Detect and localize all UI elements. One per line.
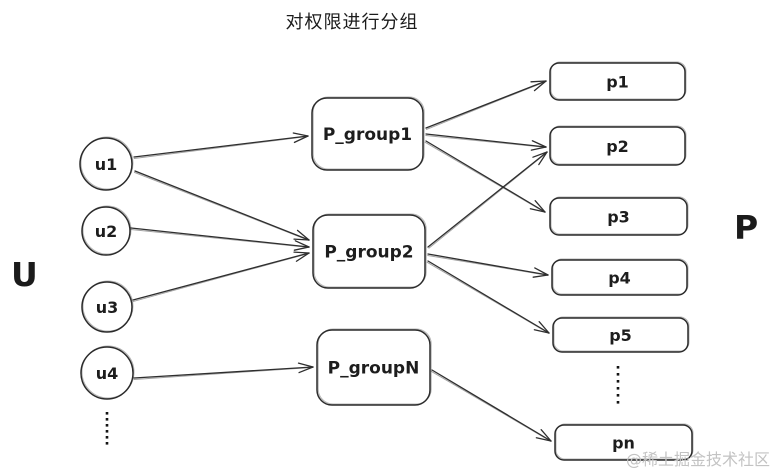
edge-g2-p5 bbox=[426, 260, 550, 334]
set-label-users: U bbox=[11, 255, 38, 294]
edge-u4-gN bbox=[133, 362, 314, 380]
watermark: @稀土掘金技术社区 bbox=[626, 450, 771, 469]
user-node-u3: u3 bbox=[81, 280, 134, 333]
edge-g2-p4 bbox=[427, 253, 549, 278]
permission-node-p4: p4 bbox=[551, 258, 689, 296]
group-node-g2: P_group2 bbox=[312, 213, 427, 289]
permission-node-label: pn bbox=[612, 434, 635, 453]
user-node-u1: u1 bbox=[79, 136, 134, 191]
user-node-label: u3 bbox=[96, 298, 119, 317]
permission-node-label: p1 bbox=[606, 73, 629, 92]
user-node-label: u2 bbox=[95, 222, 118, 241]
permission-node-label: p3 bbox=[607, 208, 630, 227]
permission-node-label: p5 bbox=[609, 326, 632, 345]
permission-node-label: p2 bbox=[606, 137, 629, 156]
set-label-permissions: P bbox=[734, 208, 759, 247]
user-node-label: u1 bbox=[95, 155, 118, 174]
group-node-label: P_group1 bbox=[323, 125, 412, 145]
edge-g1-p3 bbox=[424, 140, 546, 213]
edge-u1-g2 bbox=[133, 170, 310, 241]
diagram-title: 对权限进行分组 bbox=[285, 12, 419, 33]
edge-g1-p1 bbox=[425, 80, 547, 130]
edge-u2-g2 bbox=[130, 227, 310, 251]
permission-node-p3: p3 bbox=[549, 196, 689, 236]
edge-g1-p2 bbox=[425, 133, 547, 151]
group-node-label: P_groupN bbox=[328, 359, 420, 379]
edge-gN-pn bbox=[430, 369, 552, 442]
user-node-u4: u4 bbox=[80, 345, 135, 400]
edge-g2-p2 bbox=[427, 151, 548, 249]
permission-node-p2: p2 bbox=[549, 125, 687, 166]
permission-node-pn: pn bbox=[554, 423, 694, 461]
user-node-label: u4 bbox=[96, 364, 119, 383]
group-node-label: P_group2 bbox=[324, 243, 413, 263]
edge-u3-g2 bbox=[132, 251, 310, 302]
ellipsis-dots-0 bbox=[105, 412, 109, 445]
group-node-g1: P_group1 bbox=[311, 96, 425, 171]
permission-node-label: p4 bbox=[608, 269, 631, 288]
edge-u1-g1 bbox=[133, 132, 309, 159]
permission-node-p1: p1 bbox=[549, 61, 687, 101]
permission-node-p5: p5 bbox=[552, 316, 690, 353]
group-node-gN: P_groupN bbox=[316, 328, 432, 406]
ellipsis-dots-1 bbox=[616, 366, 620, 404]
user-node-u2: u2 bbox=[81, 205, 132, 256]
